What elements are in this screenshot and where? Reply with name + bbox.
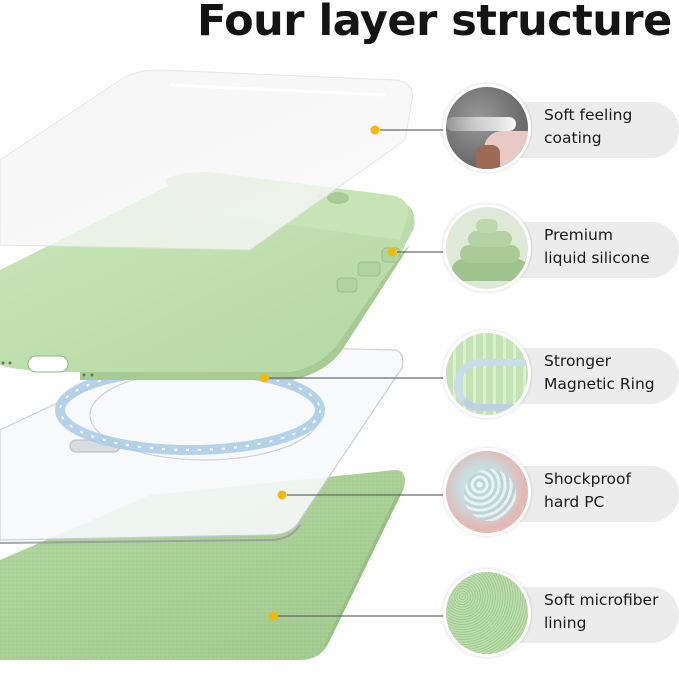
feature-title: Premium [544,226,613,244]
feature-soft-coating: Soft feeling coating [443,84,679,174]
magnet-marker-dot [259,373,269,383]
fiber-marker-dot [268,611,278,621]
liquid-silicone-swirl-icon [443,204,531,292]
microfiber-texture-icon [443,569,531,657]
feature-hard-pc: Shockproof hard PC [443,448,679,538]
feature-title: Stronger [544,352,612,370]
feature-subtitle: coating [544,129,602,147]
soft-coating-layer [0,69,413,251]
pc-marker-dot [277,490,287,500]
silicone-marker-dot [387,247,397,257]
pc-pellets-icon [443,448,531,536]
feature-magnetic-ring: Stronger Magnetic Ring [443,330,679,420]
coating-marker-dot [370,125,380,135]
feature-title: Soft feeling [544,106,633,124]
feature-liquid-silicone: Premium liquid silicone [443,204,679,294]
spray-coating-icon [443,84,531,172]
feature-subtitle: hard PC [544,493,605,511]
feature-microfiber-lining: Soft microfiber lining [443,569,679,659]
page-title: Four layer structure [197,0,672,46]
feature-subtitle: lining [544,614,587,632]
feature-title: Shockproof [544,470,631,488]
feature-subtitle: liquid silicone [544,249,650,267]
feature-title: Soft microfiber [544,591,659,609]
magnetic-ring-icon [443,330,531,418]
feature-subtitle: Magnetic Ring [544,375,655,393]
